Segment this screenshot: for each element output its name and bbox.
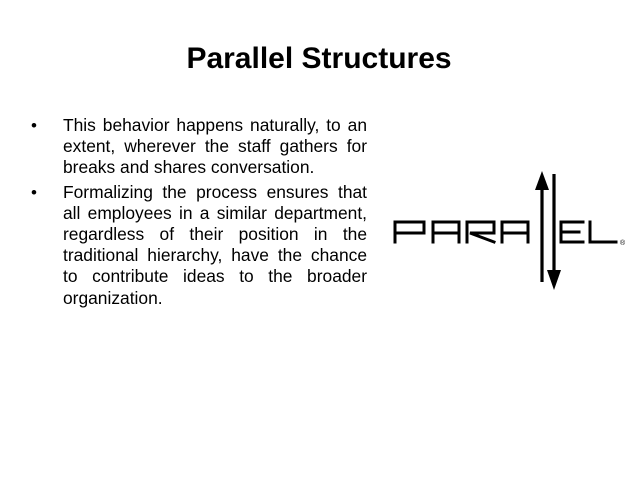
bullet-item: • This behavior happens naturally, to an… [31,115,367,179]
registered-mark: ® [620,239,626,247]
slide-title: Parallel Structures [186,42,452,75]
bullet-item: • Formalizing the process ensures that a… [31,182,367,309]
bullet-marker: • [31,182,37,202]
bullet-text: This behavior happens naturally, to an e… [63,115,367,178]
parallel-logo-graphic: ® [393,171,626,290]
bullet-list: • This behavior happens naturally, to an… [31,115,367,312]
parallel-arrows-icon [535,171,561,290]
bullet-text: Formalizing the process ensures that all… [63,181,367,308]
parallel-logo: ® [390,166,630,302]
bullet-marker: • [31,116,37,135]
parallel-wordmark [393,220,618,244]
